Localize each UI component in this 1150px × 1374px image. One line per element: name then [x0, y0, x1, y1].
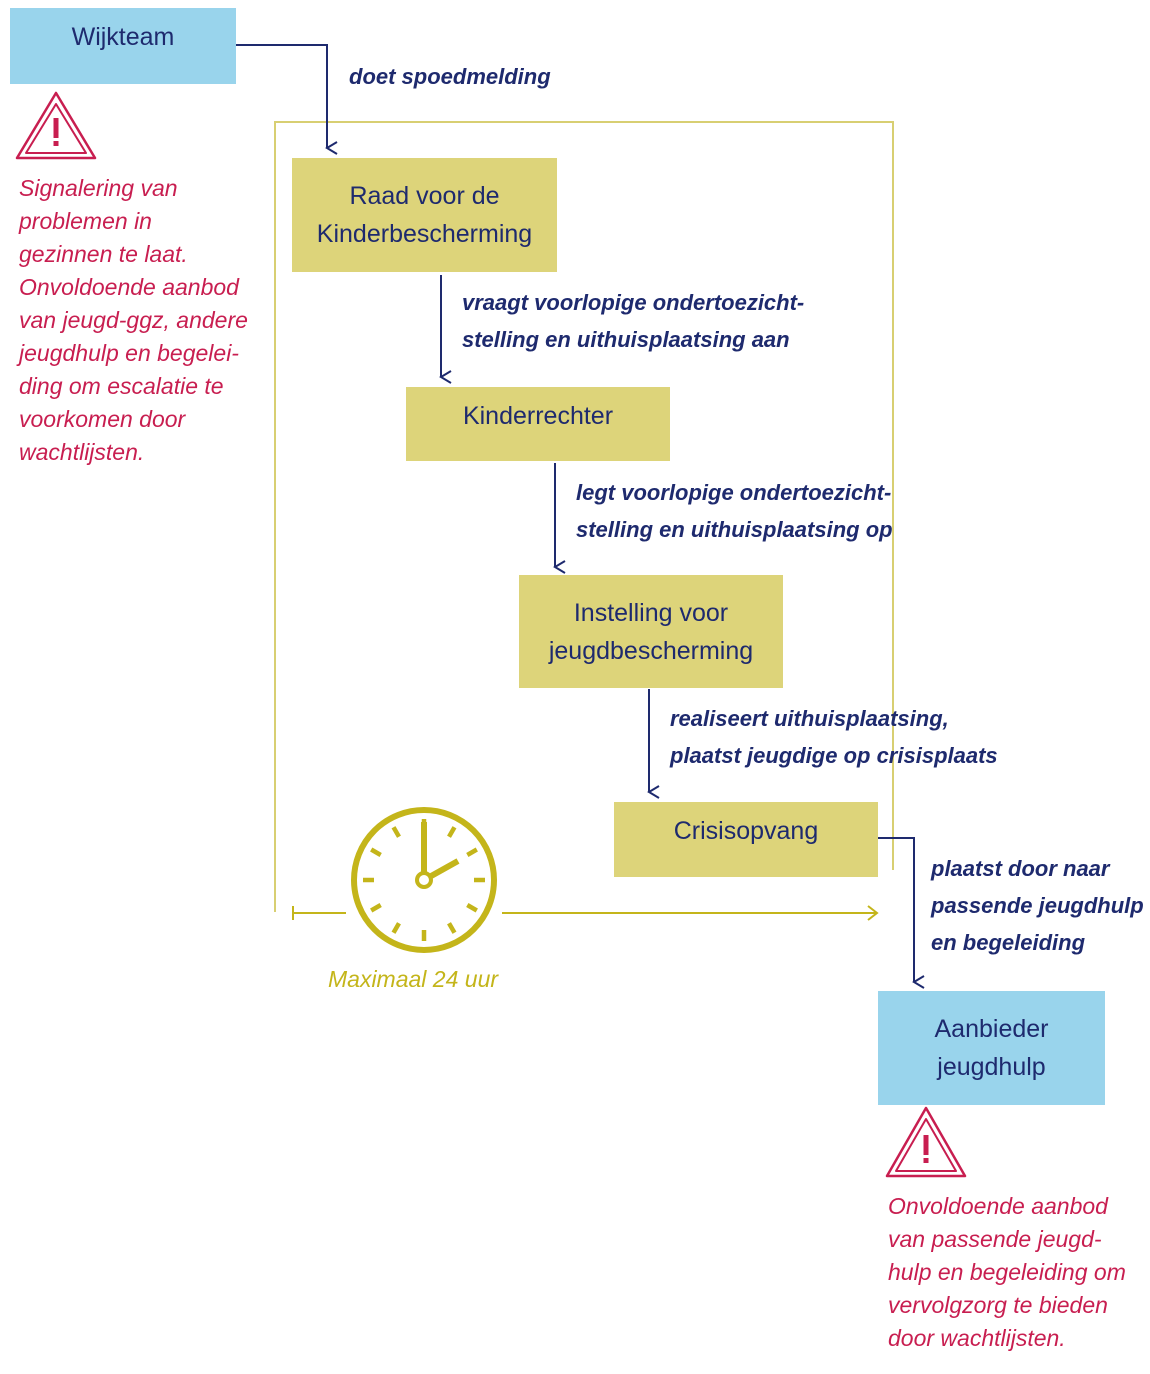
node-aanbieder-jeugdhulp: Aanbieder jeugdhulp	[878, 991, 1105, 1105]
edge-label-plaatst-door: plaatst door naar passende jeugdhulp en …	[931, 856, 1144, 955]
node-instelling-voor-jeugdbescherming: Instelling voor jeugdbescherming	[519, 575, 783, 688]
clock-tick	[370, 847, 382, 857]
edge-label-vraagt-aan: vraagt voorlopige ondertoezicht- stellin…	[462, 290, 805, 352]
connector-crisisopvang-aanbieder	[878, 837, 925, 989]
warning-triangle-icon	[15, 91, 97, 160]
edge-label-doet-spoedmelding: doet spoedmelding	[349, 64, 551, 89]
connector-wijkteam-raad	[236, 44, 338, 155]
warning-text-signalering: Signalering van problemen in gezinnen te…	[19, 175, 248, 465]
warning-text-vervolgzorg: Onvoldoende aanbod van passende jeugd- h…	[888, 1193, 1126, 1351]
clock-tick	[466, 847, 478, 857]
timer-label: Maximaal 24 uur	[328, 966, 499, 992]
clock-tick	[466, 903, 478, 913]
process-frame	[274, 121, 894, 912]
clock-tick	[370, 903, 382, 913]
clock-tick	[391, 922, 401, 934]
clock-tick	[447, 922, 457, 934]
node-crisisopvang: Crisisopvang	[614, 802, 878, 877]
timeline-arrowhead	[867, 905, 879, 921]
edge-label-realiseert-uithuisplaatsing: realiseert uithuisplaatsing, plaatst jeu…	[670, 706, 998, 768]
edge-label-legt-op: legt voorlopige ondertoezicht- stelling …	[576, 480, 893, 542]
node-raad-voor-de-kinderbescherming: Raad voor de Kinderbescherming	[292, 158, 557, 272]
clock-tick	[447, 826, 457, 838]
node-kinderrechter: Kinderrechter	[406, 387, 670, 461]
clock-tick	[391, 826, 401, 838]
clock-icon	[351, 807, 497, 953]
node-wijkteam: Wijkteam	[10, 8, 236, 84]
warning-triangle-icon	[885, 1106, 967, 1178]
